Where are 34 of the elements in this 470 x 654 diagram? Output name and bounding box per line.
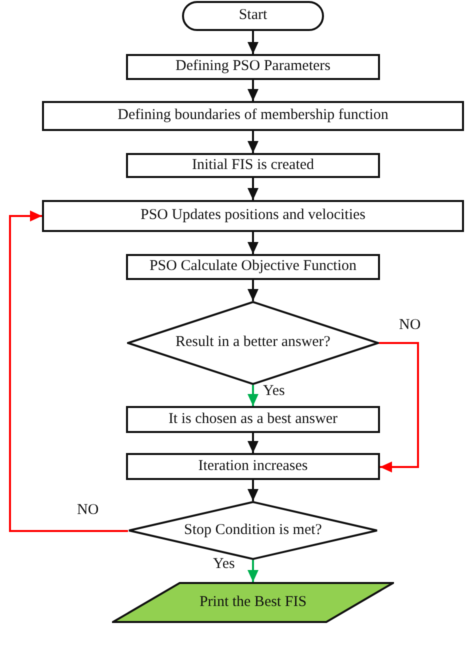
arrow [248, 178, 258, 200]
step-text: Defining boundaries of membership function [118, 107, 388, 125]
arrow [248, 385, 258, 406]
step-text: Initial FIS is created [192, 156, 314, 174]
arrow [248, 131, 258, 153]
arrow [248, 280, 258, 301]
process-box [42, 200, 464, 232]
output-text: Print the Best FIS [199, 594, 307, 612]
arrow [248, 232, 258, 254]
arrow [248, 80, 258, 101]
terminal-text: Start [238, 7, 268, 25]
step-text: Defining PSO Parameters [176, 58, 330, 76]
step-text: PSO Updates positions and velocities [140, 207, 366, 225]
decision-diamond [127, 301, 379, 385]
arrow [379, 342, 419, 472]
step-text: It is chosen as a best answer [168, 410, 338, 428]
process-box [126, 453, 380, 480]
question-text: Result in a better answer? [176, 334, 330, 352]
process-box [126, 153, 380, 178]
process-box [126, 54, 380, 80]
arrow [248, 480, 258, 501]
process-box [126, 254, 380, 280]
arrow [248, 433, 258, 453]
decision-diamond [128, 501, 378, 560]
step-text: PSO Calculate Objective Function [149, 258, 357, 276]
start-terminal [182, 1, 324, 31]
arrow [248, 560, 258, 582]
process-box [126, 406, 380, 433]
question-text: Stop Condition is met? [184, 522, 322, 540]
step-text: Iteration increases [198, 458, 308, 476]
process-box [42, 101, 464, 131]
arrow [248, 31, 258, 54]
arrow [9, 210, 128, 532]
output-parallelogram [112, 582, 394, 623]
